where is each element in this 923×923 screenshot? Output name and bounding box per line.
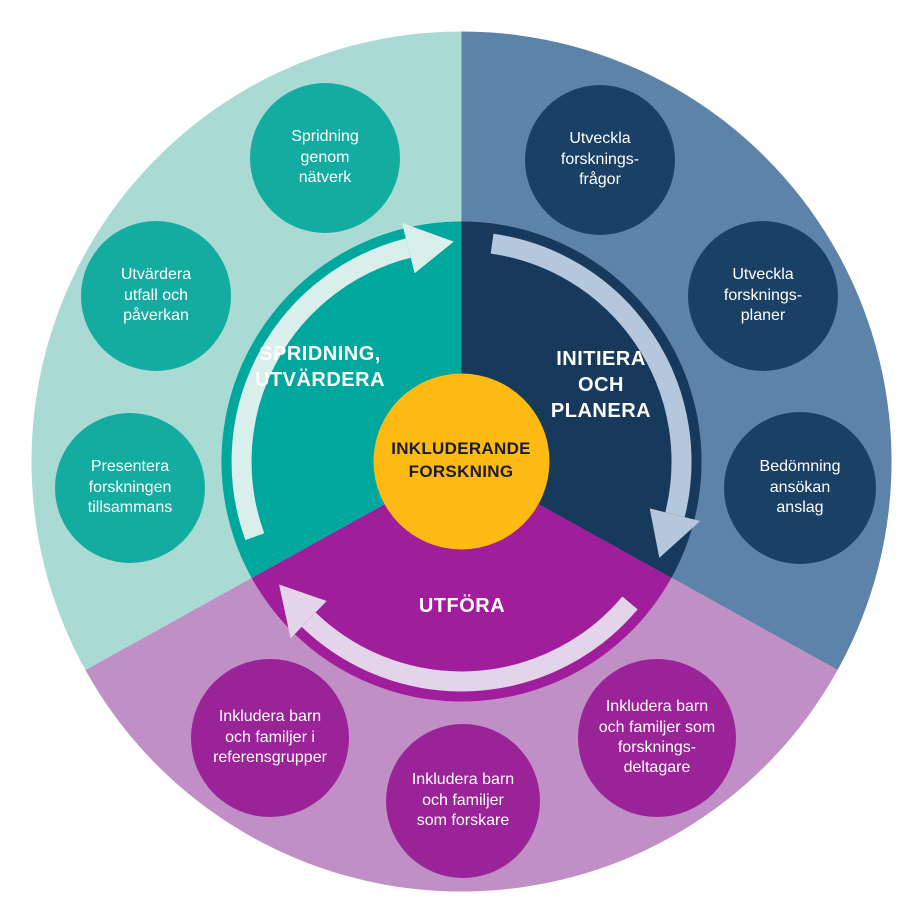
node-label: Utvärdera utfall och påverkan <box>120 266 192 325</box>
cycle-arrow-initiate-arrowhead-icon <box>649 508 701 558</box>
node-spridning-genom-natverk: Spridning genom nätverk <box>250 83 400 233</box>
cycle-arrow-perform-arrowhead-icon <box>279 584 327 639</box>
sector-label-utfora: UTFÖRA <box>418 595 506 617</box>
cycle-arrow-perform-arc <box>301 596 638 692</box>
node-label: Presentera forskningen tillsammans <box>87 458 173 517</box>
node-utveckla-forskningsfragor: Utveckla forsknings- frågor <box>525 85 675 235</box>
node-label: Inkludera barn och familjer i referensgr… <box>213 708 327 767</box>
sector-label-initiera-och-planera: INITIERA OCH PLANERA <box>550 348 652 422</box>
center-circle <box>373 373 550 550</box>
cycle-arrow-spread-arc <box>231 238 411 541</box>
node-utveckla-forskningsplaner: Utveckla forsknings- planer <box>688 221 838 371</box>
node-label: Bedömning ansökan anslag <box>759 458 841 517</box>
node-bedomning-ansokan-anslag: Bedömning ansökan anslag <box>724 412 876 564</box>
cycle-arrow-spread-arrowhead-icon <box>402 222 454 274</box>
node-label: Utveckla forsknings- planer <box>723 266 803 325</box>
node-inkludera-referensgrupper: Inkludera barn och familjer i referensgr… <box>191 659 349 817</box>
node-utvardera-utfall: Utvärdera utfall och påverkan <box>81 221 231 371</box>
cycle-arrow-initiate-arc <box>490 233 692 518</box>
node-inkludera-forskningsdeltagare: Inkludera barn och familjer som forsknin… <box>578 659 736 817</box>
node-inkludera-som-forskare: Inkludera barn och familjer som forskare <box>386 724 540 878</box>
node-label: Spridning genom nätverk <box>291 128 359 187</box>
node-presentera-forskningen: Presentera forskningen tillsammans <box>55 413 205 563</box>
center-label: INKLUDERANDE FORSKNING <box>391 439 531 481</box>
node-label: Utveckla forsknings- frågor <box>560 130 640 189</box>
node-label: Inkludera barn och familjer som forskare <box>411 771 515 830</box>
sector-label-spridning-utvardera: SPRIDNING, UTVÄRDERA <box>254 343 386 391</box>
sector-perform-inner-wedge <box>251 461 672 702</box>
node-label: Inkludera barn och familjer som forsknin… <box>598 698 716 777</box>
